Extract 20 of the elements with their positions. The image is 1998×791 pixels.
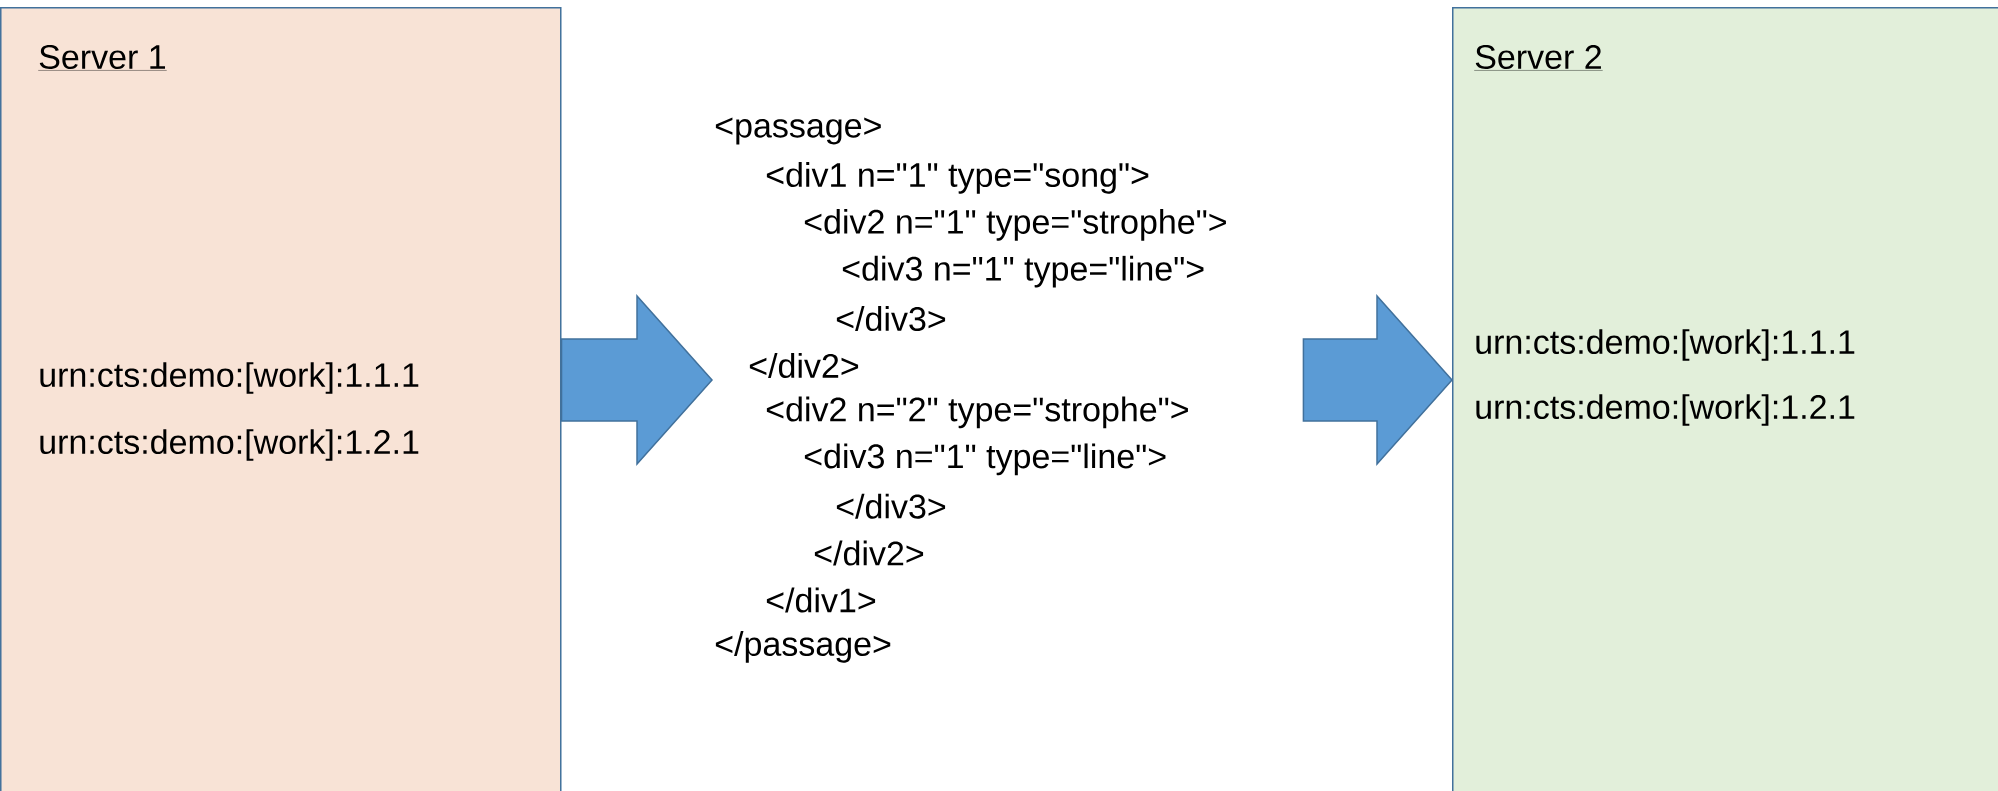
code-line: </div2> bbox=[749, 353, 859, 378]
code-line: </passage> bbox=[715, 631, 891, 663]
server-heading: Server 1 bbox=[38, 44, 167, 71]
code-line: <div2 n="1" type="strophe"> bbox=[804, 208, 1226, 241]
server-heading: Server 2 bbox=[1474, 44, 1603, 71]
block-arrow bbox=[560, 294, 713, 466]
code-line: <div1 n="1" type="song"> bbox=[766, 162, 1149, 194]
code-line: <div3 n="1" type="line"> bbox=[804, 443, 1166, 476]
block-arrow bbox=[1302, 294, 1453, 466]
urn-text: urn:cts:demo:[work]:1.2.1 bbox=[1476, 394, 1855, 426]
code-line: <div3 n="1" type="line"> bbox=[842, 255, 1204, 288]
code-line: </div3> bbox=[836, 493, 946, 519]
code-line: <div2 n="2" type="strophe"> bbox=[766, 396, 1188, 429]
urn-text: urn:cts:demo:[work]:1.2.1 bbox=[40, 429, 419, 461]
code-line: </div1> bbox=[766, 587, 876, 613]
urn-text: urn:cts:demo:[work]:1.1.1 bbox=[1476, 329, 1855, 361]
code-line: <passage> bbox=[715, 117, 881, 145]
code-line: </div2> bbox=[814, 540, 924, 566]
code-line: </div3> bbox=[836, 306, 946, 332]
urn-text: urn:cts:demo:[work]:1.1.1 bbox=[40, 362, 419, 394]
